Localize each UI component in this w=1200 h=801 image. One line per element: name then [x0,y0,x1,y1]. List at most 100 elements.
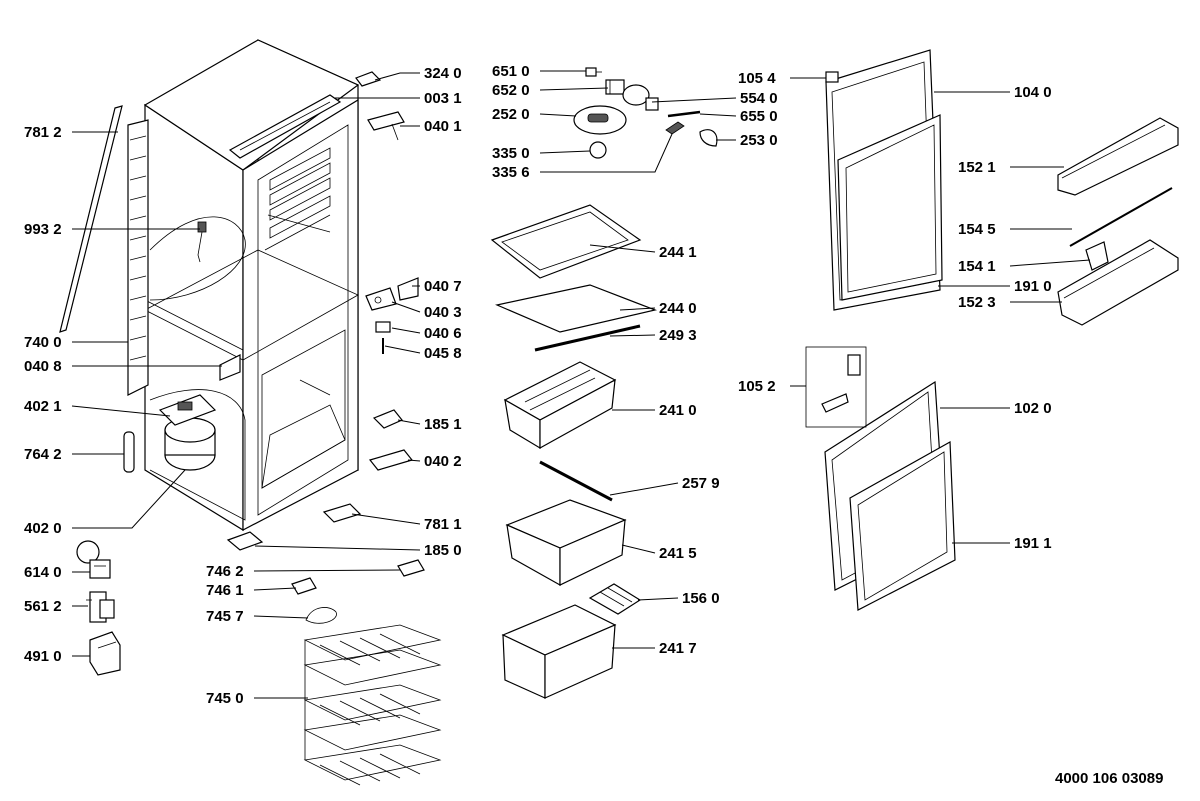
callout-257-9: 257 9 [682,475,720,492]
pin-335-6 [665,121,685,135]
callout-244-1: 244 1 [659,244,697,261]
callout-244-0: 244 0 [659,300,697,317]
callout-614-0: 614 0 [24,564,62,581]
bracket-040-7 [397,277,419,301]
relay-614 [76,540,111,579]
callout-740-0: 740 0 [24,334,62,351]
hinge-040-1 [367,111,405,141]
callout-745-7: 745 7 [206,608,244,625]
callout-993-2: 993 2 [24,221,62,238]
cover-185-0 [226,531,264,551]
callout-651-0: 651 0 [492,63,530,80]
hinge-105-2 [805,346,867,428]
rail-257-9 [539,460,613,502]
callout-185-1: 185 1 [424,416,462,433]
callout-040-3: 040 3 [424,304,462,321]
callout-402-0: 402 0 [24,520,62,537]
callout-040-7: 040 7 [424,278,462,295]
callout-491-0: 491 0 [24,648,62,665]
shelf-244-1 [490,204,642,279]
foot-746-2 [397,559,425,577]
callout-655-0: 655 0 [740,108,778,125]
lamp-651 [585,67,602,77]
condenser-coil [127,119,149,396]
fridge-door-104 [825,49,943,311]
hinge-040-3 [365,287,397,311]
egg-holder-154-1 [1085,241,1109,271]
drawer-241-0 [503,361,617,450]
callout-040-8: 040 8 [24,358,62,375]
callout-241-0: 241 0 [659,402,697,419]
callout-156-0: 156 0 [682,590,720,607]
callout-labels: 781 2 993 2 740 0 040 8 402 1 764 2 402 … [24,63,1052,707]
callout-045-8: 045 8 [424,345,462,362]
knob-335 [589,141,607,159]
callout-040-1: 040 1 [424,118,462,135]
sensor-655 [667,110,701,118]
callout-152-3: 152 3 [958,294,996,311]
callout-191-0: 191 0 [1014,278,1052,295]
callout-781-1: 781 1 [424,516,462,533]
callout-185-0: 185 0 [424,542,462,559]
compressor [158,394,217,471]
callout-746-2: 746 2 [206,563,244,580]
drawer-241-5 [505,499,627,587]
relay-561 [86,591,115,623]
callout-554-0: 554 0 [740,90,778,107]
callout-154-1: 154 1 [958,258,996,275]
door-shelf-152-3 [1057,239,1179,326]
callout-152-1: 152 1 [958,159,996,176]
callout-402-1: 402 1 [24,398,62,415]
callout-746-1: 746 1 [206,582,244,599]
leader-lines [71,70,1091,699]
clip-253 [699,129,718,147]
connector-554 [645,97,659,111]
cabinet-body [143,39,360,532]
callout-040-6: 040 6 [424,325,462,342]
bar-154-5 [1069,187,1173,247]
door-shelf-152-1 [1057,117,1179,196]
ice-tray-156 [588,583,642,615]
callout-241-7: 241 7 [659,640,697,657]
lamp-cover-252 [573,105,627,135]
thermostat-knob-ring-554 [622,84,650,106]
hinge-185-1 [372,409,403,429]
callout-324-0: 324 0 [424,65,462,82]
callout-102-0: 102 0 [1014,400,1052,417]
bracket-left [219,354,241,381]
callout-040-2: 040 2 [424,453,462,470]
hinge-040-2 [368,449,414,471]
callout-764-2: 764 2 [24,446,62,463]
cover-781-1 [322,503,362,523]
callout-154-5: 154 5 [958,221,996,238]
callout-652-0: 652 0 [492,82,530,99]
wire-745-7 [305,607,337,624]
callout-105-4: 105 4 [738,70,776,87]
callout-191-1: 191 1 [1014,535,1052,552]
plate-040-6 [375,321,391,333]
glass-shelf-244-0 [495,284,658,333]
drawer-241-7 [501,604,617,699]
thermostat-probe [197,221,207,263]
callout-781-2: 781 2 [24,124,62,141]
seal-rod [59,105,123,333]
cover-491 [89,631,121,676]
callout-249-3: 249 3 [659,327,697,344]
trim-249-3 [534,324,641,352]
callout-335-0: 335 0 [492,145,530,162]
callout-561-2: 561 2 [24,598,62,615]
hinge-324 [355,71,382,87]
freezer-door-102 [824,380,956,611]
callout-105-2: 105 2 [738,378,776,395]
document-number: 4000 106 03089 [1055,770,1163,787]
callout-745-0: 745 0 [206,690,244,707]
wire-racks [303,624,442,786]
callout-335-6: 335 6 [492,164,530,181]
callout-252-0: 252 0 [492,106,530,123]
foot-746-1 [291,577,317,595]
lamp-holder-652 [605,79,625,95]
callout-241-5: 241 5 [659,545,697,562]
callout-003-1: 003 1 [424,90,462,107]
callout-104-0: 104 0 [1014,84,1052,101]
